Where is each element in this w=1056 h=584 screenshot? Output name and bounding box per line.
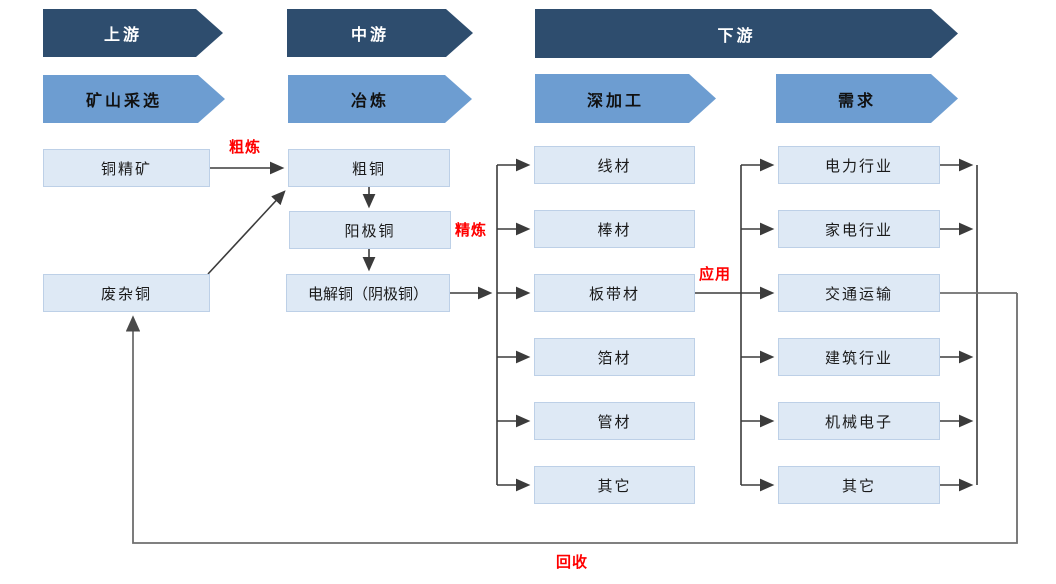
node-crude-copper: 粗铜 — [288, 149, 450, 187]
banner-upstream: 上游 — [43, 9, 223, 57]
banner-processing: 深加工 — [535, 74, 716, 123]
node-bar: 棒材 — [534, 210, 695, 248]
node-transportation: 交通运输 — [778, 274, 940, 312]
edge-label-application: 应用 — [699, 267, 732, 283]
node-electrolytic-copper: 电解铜（阴极铜） — [286, 274, 450, 312]
node-tube: 管材 — [534, 402, 695, 440]
banner-demand: 需求 — [776, 74, 958, 123]
node-copper-concentrate: 铜精矿 — [43, 149, 210, 187]
banner-downstream: 下游 — [535, 9, 958, 58]
node-anode-copper: 阳极铜 — [289, 211, 451, 249]
node-wire-rod: 线材 — [534, 146, 695, 184]
node-machinery-electronics: 机械电子 — [778, 402, 940, 440]
node-foil: 箔材 — [534, 338, 695, 376]
node-demand-other: 其它 — [778, 466, 940, 504]
edge-label-recycling: 回收 — [556, 555, 589, 571]
node-processing-other: 其它 — [534, 466, 695, 504]
banner-midstream: 中游 — [287, 9, 473, 57]
edge-label-refining: 精炼 — [455, 223, 488, 239]
node-power-industry: 电力行业 — [778, 146, 940, 184]
node-construction: 建筑行业 — [778, 338, 940, 376]
banner-mining: 矿山采选 — [43, 75, 225, 123]
node-scrap-copper: 废杂铜 — [43, 274, 210, 312]
node-plate-strip: 板带材 — [534, 274, 695, 312]
banner-smelting: 冶炼 — [288, 75, 472, 123]
node-home-appliance: 家电行业 — [778, 210, 940, 248]
edge-label-crude-smelting: 粗炼 — [229, 140, 262, 156]
